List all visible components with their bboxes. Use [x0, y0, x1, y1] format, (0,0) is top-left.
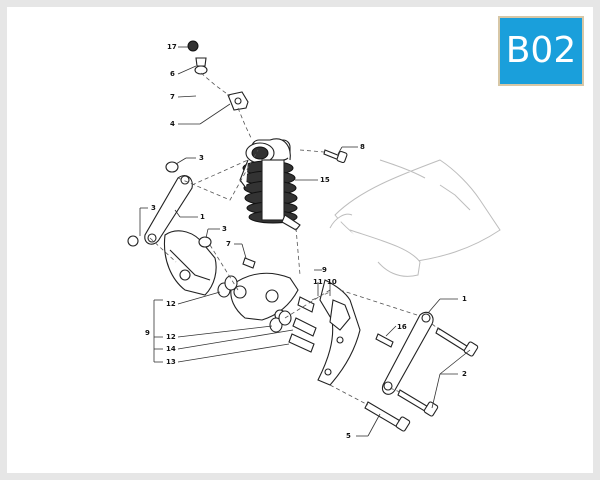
callout-7b: 7	[226, 240, 231, 248]
callout-3b: 3	[151, 204, 156, 212]
swingarm-ghost	[329, 159, 501, 277]
callout-3a: 3	[199, 154, 204, 162]
stand-bracket	[317, 279, 361, 386]
bushing-12c	[269, 317, 283, 333]
leader-lines	[139, 46, 471, 437]
dogbone-link-left	[144, 175, 193, 245]
callout-12b: 12	[166, 333, 176, 341]
washer-part-6	[194, 57, 208, 75]
callout-11: 11	[313, 278, 323, 286]
callout-9a: 9	[322, 266, 327, 274]
bolt-part-8	[323, 149, 348, 164]
dashed-guides	[149, 72, 441, 406]
callout-13: 13	[166, 358, 176, 366]
callout-15: 15	[320, 176, 330, 184]
callout-7a: 7	[170, 93, 175, 101]
callout-8: 8	[360, 143, 365, 151]
callout-6: 6	[170, 70, 175, 78]
sleeve-part-14	[292, 317, 317, 337]
bolt-part-2b	[397, 389, 439, 417]
nut-part-3b	[127, 235, 139, 247]
callout-4: 4	[170, 120, 175, 128]
bolt-part-16	[375, 333, 394, 348]
callout-14: 14	[166, 345, 176, 353]
page-code-badge: B02	[498, 16, 584, 86]
callout-labels: 17 6 7 4 8 3 15 1 3 3 7 9 11 10 12 9 12 …	[145, 43, 467, 440]
sleeve-part-13	[288, 333, 315, 353]
callout-3c: 3	[222, 225, 227, 233]
callout-9b: 9	[145, 329, 150, 337]
dogbone-link-right	[381, 311, 434, 395]
callout-16: 16	[397, 323, 407, 331]
clevis-part-4	[227, 91, 249, 111]
callout-1a: 1	[200, 213, 205, 221]
nut-part-3a	[165, 161, 179, 173]
nut-part-3c	[198, 236, 212, 248]
bolt-part-5	[364, 401, 411, 432]
callout-2: 2	[462, 370, 467, 378]
callout-10: 10	[327, 278, 337, 286]
callout-5: 5	[346, 432, 351, 440]
cap-part-17	[187, 40, 199, 52]
bolt-part-2a	[435, 327, 479, 357]
callout-1b: 1	[462, 295, 467, 303]
shock-absorber	[239, 138, 301, 231]
bolt-part-7b	[242, 257, 256, 269]
callout-12a: 12	[166, 300, 176, 308]
bushing-12b	[224, 275, 238, 291]
callout-17: 17	[167, 43, 177, 51]
